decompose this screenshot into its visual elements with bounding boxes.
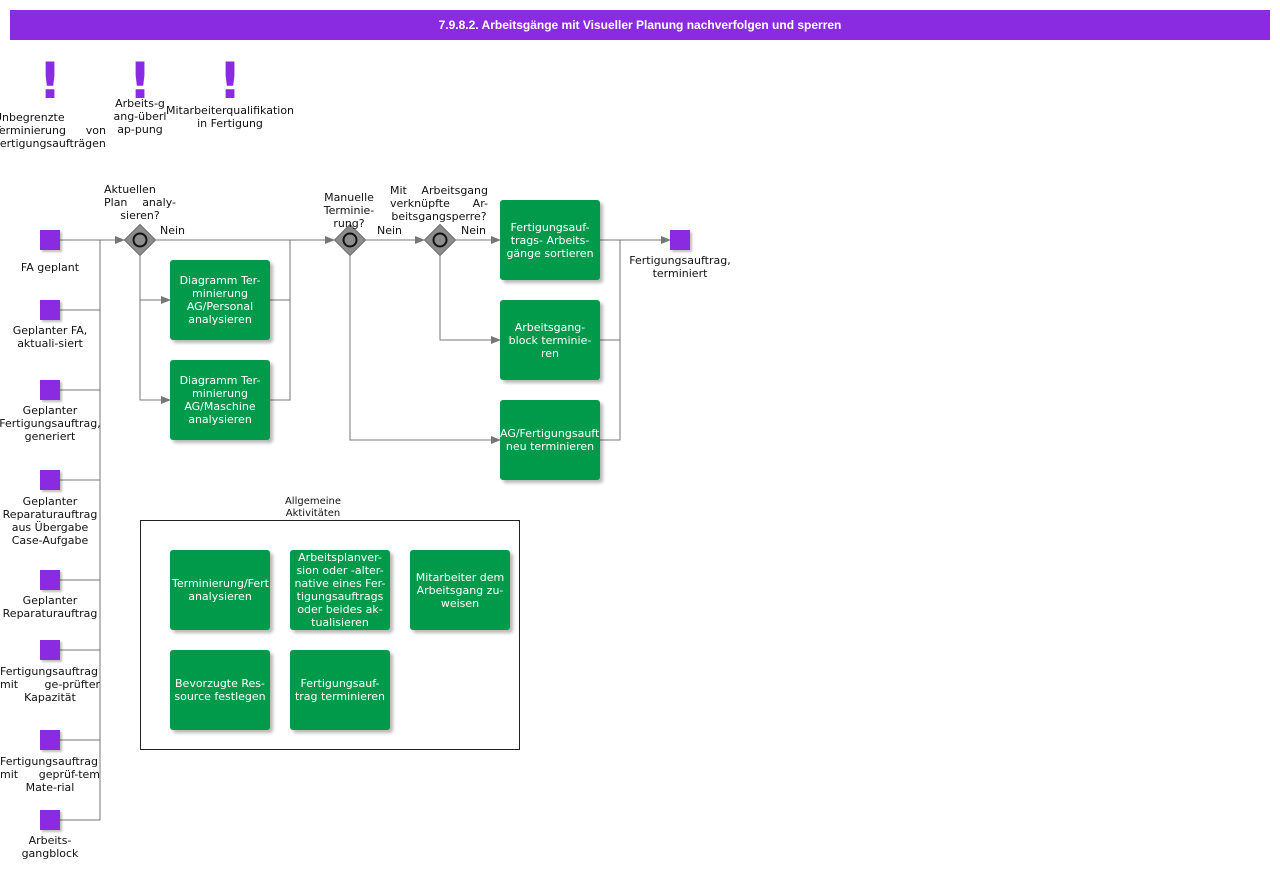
warning-icon: ! — [38, 52, 62, 110]
start-event-label: Geplanter Fertigungsauftrag, generiert — [0, 404, 101, 443]
gateway-question: Manuelle Terminie-rung? — [323, 191, 375, 230]
warning-label: Unbegrenzte Terminierung von Fertigungsa… — [0, 111, 106, 150]
start-event — [40, 570, 60, 590]
task-label: AG/Fertigungsauftrag neu terminieren — [500, 427, 600, 453]
task-schedule-order[interactable]: Fertigungsauf-trag terminieren — [290, 650, 390, 730]
task-label: Arbeitsplanver-sion oder -alter-native e… — [294, 551, 386, 629]
start-event-label: Arbeits-gangblock — [21, 834, 79, 860]
task-label: Terminierung/Fertigungsauftrag analysier… — [172, 577, 270, 603]
task-sort-operations[interactable]: Fertigungsauf-trags- Arbeits-gänge sorti… — [500, 200, 600, 280]
diagram-title: 7.9.8.2. Arbeitsgänge mit Visueller Plan… — [10, 10, 1270, 40]
task-reschedule[interactable]: AG/Fertigungsauftrag neu terminieren — [500, 400, 600, 480]
connector — [270, 300, 291, 401]
start-event-label: FA geplant — [20, 261, 80, 274]
warning-icon: ! — [218, 52, 242, 110]
start-event — [40, 640, 60, 660]
start-event-label: Fertigungsauftrag mit ge-prüfter Kapazit… — [0, 665, 100, 704]
gateway-3 — [423, 223, 457, 257]
connector — [600, 240, 621, 341]
task-set-preferred-resource[interactable]: Bevorzugte Res-source festlegen — [170, 650, 270, 730]
end-event — [670, 230, 690, 250]
gateway-no-label: Nein — [461, 224, 487, 237]
group-title: Allgemeine Aktivitäten — [284, 496, 342, 518]
warning-label: Arbeits-gang-überlap-pung — [113, 97, 167, 136]
task-assign-worker[interactable]: Mitarbeiter dem Arbeitsgang zu-weisen — [410, 550, 510, 630]
end-event-label: Fertigungsauftrag, terminiert — [629, 254, 731, 280]
gateway-question: Aktuellen Plan analy-sieren? — [104, 183, 176, 222]
gateway-no-label: Nein — [160, 224, 186, 237]
connector — [439, 256, 501, 344]
gateway-question: Mit Arbeitsgang verknüpfte Ar-beitsgangs… — [390, 184, 488, 223]
start-event — [40, 810, 60, 830]
gateway-2 — [333, 223, 367, 257]
gateway-no-label: Nein — [377, 224, 403, 237]
start-event-label: Geplanter FA, aktuali-siert — [12, 324, 88, 350]
start-event — [40, 380, 60, 400]
task-analyze-personal[interactable]: Diagramm Ter-minierung AG/Personal analy… — [170, 260, 270, 340]
task-label: Mitarbeiter dem Arbeitsgang zu-weisen — [415, 570, 505, 610]
task-update-route-version[interactable]: Arbeitsplanver-sion oder -alter-native e… — [290, 550, 390, 630]
warning-icon: ! — [128, 52, 152, 110]
connector — [270, 240, 291, 301]
task-analyze-order-scheduling[interactable]: Terminierung/Fertigungsauftrag analysier… — [170, 550, 270, 630]
gateway-1 — [123, 223, 157, 257]
task-label: Arbeitsgang-block terminie-ren — [508, 320, 592, 360]
task-schedule-block[interactable]: Arbeitsgang-block terminie-ren — [500, 300, 600, 380]
warning-label: Mitarbeiterqualifikation in Fertigung — [165, 104, 295, 130]
start-event — [40, 230, 60, 250]
start-event-label: Geplanter Reparaturauftrag aus Übergabe … — [2, 495, 98, 547]
start-event-label: Geplanter Reparaturauftrag — [2, 594, 98, 620]
connector — [139, 300, 171, 404]
start-event — [40, 300, 60, 320]
task-label: Diagramm Ter-minierung AG/Maschine analy… — [179, 374, 261, 426]
task-label: Bevorzugte Res-source festlegen — [174, 677, 266, 703]
start-event — [40, 470, 60, 490]
task-label: Fertigungsauf-trag terminieren — [294, 677, 386, 703]
connector — [600, 340, 621, 441]
task-analyze-machine[interactable]: Diagramm Ter-minierung AG/Maschine analy… — [170, 360, 270, 440]
start-event — [40, 730, 60, 750]
general-activities-group — [140, 520, 520, 750]
start-event-label: Fertigungsauftrag mit geprüf-tem Mate-ri… — [0, 755, 100, 794]
connector — [139, 256, 171, 304]
task-label: Fertigungsauf-trags- Arbeits-gänge sorti… — [506, 220, 594, 260]
connector — [349, 256, 501, 444]
task-label: Diagramm Ter-minierung AG/Personal analy… — [179, 274, 261, 326]
